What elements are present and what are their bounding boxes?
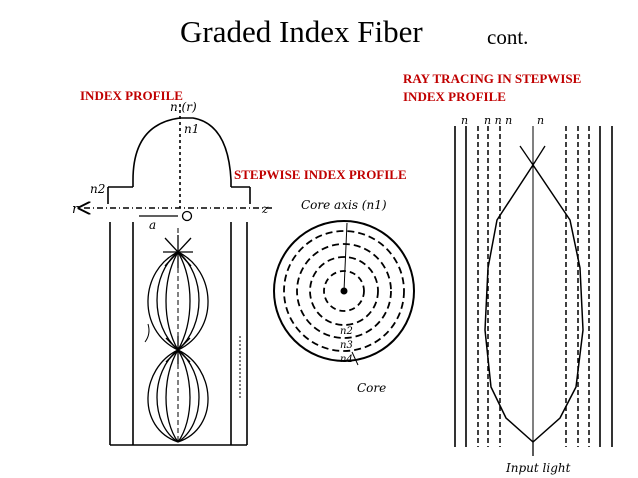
ring-label-n3: n3 bbox=[340, 340, 353, 351]
ring-3 bbox=[309, 256, 379, 326]
ray-path-right bbox=[532, 164, 584, 443]
outer-ring bbox=[273, 220, 415, 362]
core-axis-pointer bbox=[343, 222, 348, 292]
ring-1 bbox=[283, 230, 405, 352]
stepwise-index-profile-label: STEPWISE INDEX PROFILE bbox=[234, 167, 407, 182]
ring-label-n2: n2 bbox=[340, 326, 353, 337]
input-light-label: Input light bbox=[505, 461, 571, 475]
ring-2 bbox=[296, 243, 392, 339]
n-r-label: n (r) bbox=[170, 100, 197, 114]
axis-end-label: z bbox=[261, 202, 269, 216]
core-pointer bbox=[351, 351, 359, 366]
core-axis-label: Core axis (n1) bbox=[301, 198, 387, 212]
ray-tracing-text: n n n n n Input light bbox=[461, 114, 571, 475]
stepwise-rings-text: Core axis (n1) n2 n3 n4 Core bbox=[301, 198, 387, 395]
core-label: Core bbox=[357, 381, 386, 395]
slide-title-suffix: cont. bbox=[487, 25, 529, 49]
index-profile-text: n (r) n1 n2 r a z bbox=[72, 100, 269, 232]
slide-title: Graded Index Fiber bbox=[180, 14, 423, 49]
ray-tracing-label-line2: INDEX PROFILE bbox=[403, 89, 506, 104]
top-label-middle: n n n bbox=[484, 114, 512, 127]
ring-label-n4: n4 bbox=[340, 354, 353, 365]
graded-ray-bundle bbox=[147, 235, 209, 443]
stepwise-rings-figure bbox=[273, 220, 415, 366]
index-profile-curve bbox=[132, 117, 232, 187]
ray-path-left bbox=[484, 164, 534, 443]
index-profile-label: INDEX PROFILE bbox=[80, 88, 183, 103]
n1-label: n1 bbox=[184, 122, 199, 136]
ray-tracing-label-line1: RAY TRACING IN STEPWISE bbox=[403, 71, 582, 86]
ray-tracing-figure bbox=[454, 126, 613, 456]
r-axis-label: r bbox=[72, 202, 79, 217]
a-label: a bbox=[149, 218, 156, 232]
ring-4 bbox=[323, 270, 365, 312]
index-profile-figure bbox=[84, 104, 272, 446]
top-label-left: n bbox=[461, 114, 468, 127]
top-label-right: n bbox=[537, 114, 544, 127]
n2-label: n2 bbox=[90, 182, 105, 196]
origin-circle bbox=[181, 210, 193, 222]
